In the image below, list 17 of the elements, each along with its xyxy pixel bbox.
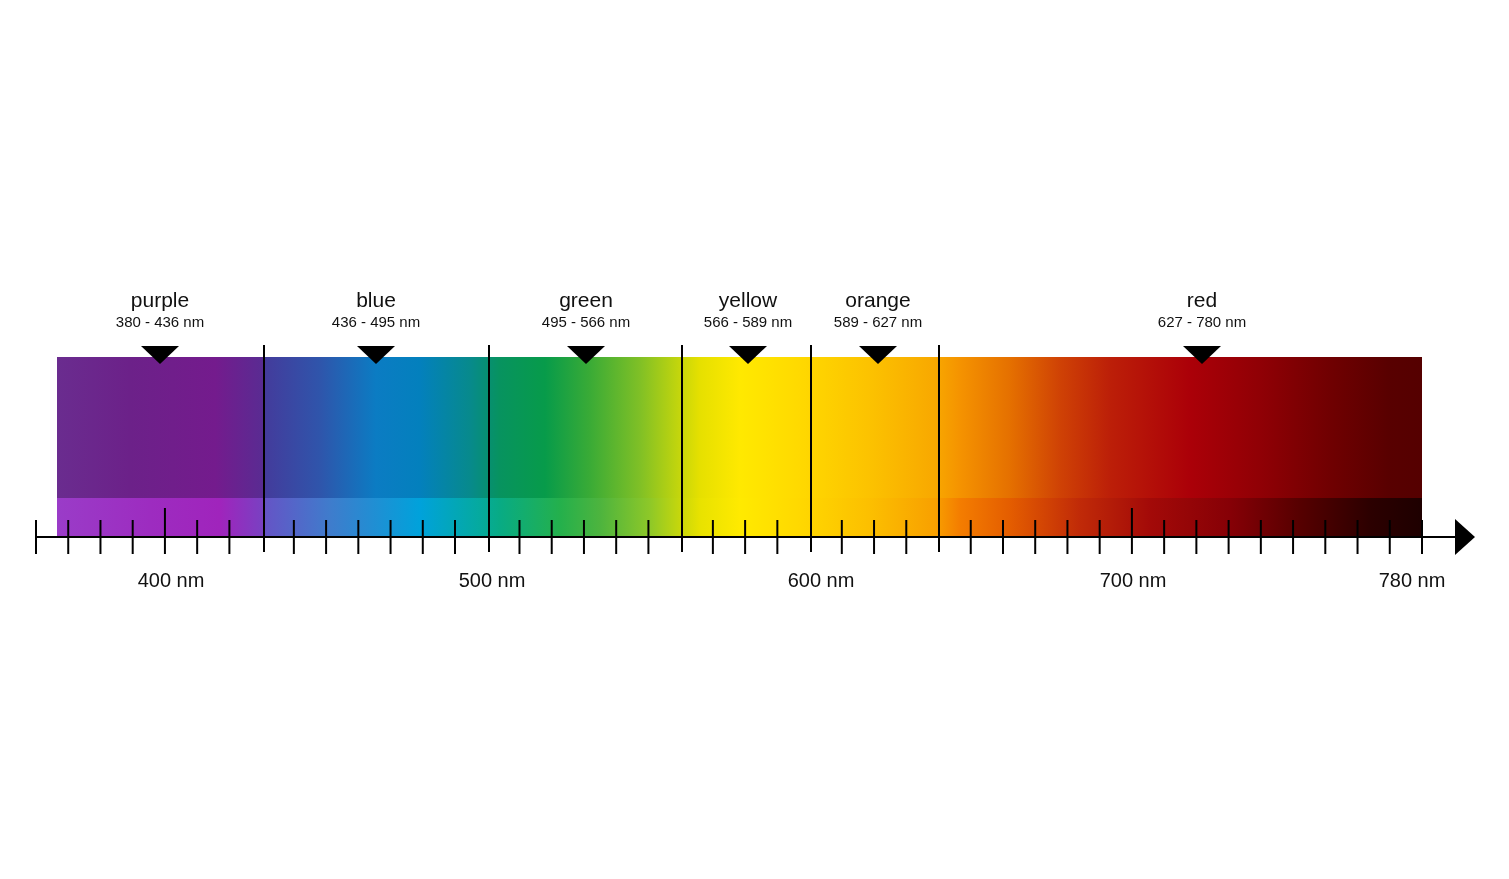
color-name: yellow bbox=[718, 288, 778, 312]
wavelength-range: 589 - 627 nm bbox=[833, 313, 923, 331]
color-name: orange bbox=[845, 288, 911, 312]
wavelength-range: 436 - 495 nm bbox=[331, 313, 421, 331]
axis-tick-label: 780 nm bbox=[1378, 568, 1446, 592]
wavelength-range: 566 - 589 nm bbox=[703, 313, 793, 331]
color-name: purple bbox=[130, 288, 190, 312]
axis-tick-label: 600 nm bbox=[787, 568, 855, 592]
color-name: blue bbox=[356, 288, 396, 312]
axis-tick-label: 700 nm bbox=[1099, 568, 1167, 592]
wavelength-range: 380 - 436 nm bbox=[115, 313, 205, 331]
axis-tick-label: 500 nm bbox=[458, 568, 526, 592]
color-name: green bbox=[559, 288, 613, 312]
axis-tick-label: 400 nm bbox=[137, 568, 205, 592]
wavelength-range: 627 - 780 nm bbox=[1157, 313, 1247, 331]
wavelength-range: 495 - 566 nm bbox=[541, 313, 631, 331]
color-name: red bbox=[1186, 288, 1218, 312]
